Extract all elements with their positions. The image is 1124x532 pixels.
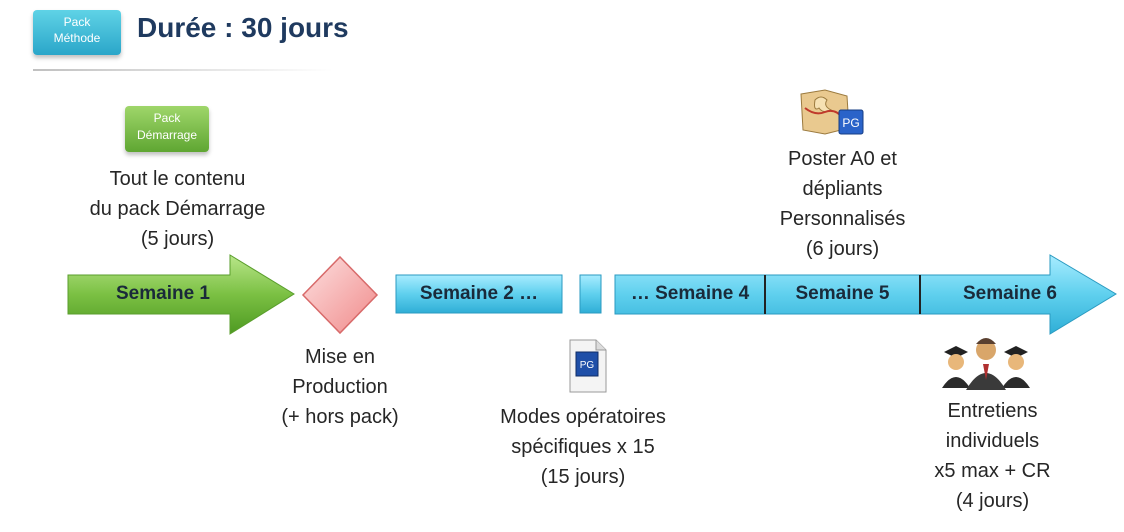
poster-note: Poster A0 et dépliants Personnalisés (6 …	[760, 144, 925, 264]
semaine5-label: Semaine 5	[795, 283, 890, 304]
gap-bar	[579, 274, 602, 314]
graduates-group-icon	[942, 338, 1030, 390]
page-title: Durée : 30 jours	[137, 12, 349, 43]
svg-text:PG: PG	[580, 360, 595, 371]
note-line: individuels	[945, 430, 1040, 452]
badge-line-1: Pack	[153, 111, 181, 125]
note-line: dépliants	[802, 178, 883, 200]
pack-methode-badge: Pack Méthode	[33, 10, 121, 55]
semaine4-6-arrow	[614, 254, 1117, 335]
note-line: Poster A0 et	[788, 148, 897, 170]
title-underline	[33, 69, 333, 71]
puzzle-map-pg-icon: PG	[800, 89, 864, 135]
note-line: Personnalisés	[779, 208, 906, 230]
entretiens-note: Entretiens individuels x5 max + CR (4 jo…	[915, 396, 1070, 516]
note-line: (5 jours)	[140, 228, 215, 250]
note-line: Entretiens	[947, 400, 1038, 422]
note-line: x5 max + CR	[934, 460, 1051, 482]
timeline	[67, 254, 1117, 335]
production-note: Mise en Production (+ hors pack)	[262, 342, 418, 432]
production-diamond	[301, 255, 379, 335]
note-line: (15 jours)	[540, 466, 626, 488]
pack-demarrage-badge: Pack Démarrage	[125, 106, 209, 152]
note-line: (+ hors pack)	[281, 406, 399, 428]
badge-line-1: Pack	[63, 15, 91, 29]
semaine1-label: Semaine 1	[116, 283, 210, 304]
semaine2-bar	[395, 274, 563, 314]
note-line: Production	[292, 376, 388, 398]
svg-text:PG: PG	[842, 116, 859, 130]
note-line: Tout le contenu	[109, 168, 246, 190]
note-line: Modes opératoires	[500, 406, 666, 428]
pg-document-icon: PG	[569, 339, 607, 393]
demarrage-note: Tout le contenu du pack Démarrage (5 jou…	[60, 164, 295, 254]
note-line: Mise en	[304, 346, 376, 368]
semaine4-label: … Semaine 4	[630, 283, 750, 304]
semaine1-arrow	[67, 254, 295, 335]
note-line: spécifiques x 15	[511, 436, 655, 458]
note-line: du pack Démarrage	[89, 198, 266, 220]
note-line: (4 jours)	[955, 490, 1030, 512]
badge-line-2: Méthode	[53, 31, 101, 45]
modes-note: Modes opératoires spécifiques x 15 (15 j…	[478, 402, 688, 492]
semaine2-label: Semaine 2 …	[419, 283, 539, 304]
semaine6-label: Semaine 6	[963, 283, 1057, 304]
badge-line-2: Démarrage	[136, 128, 198, 142]
note-line: (6 jours)	[805, 238, 880, 260]
